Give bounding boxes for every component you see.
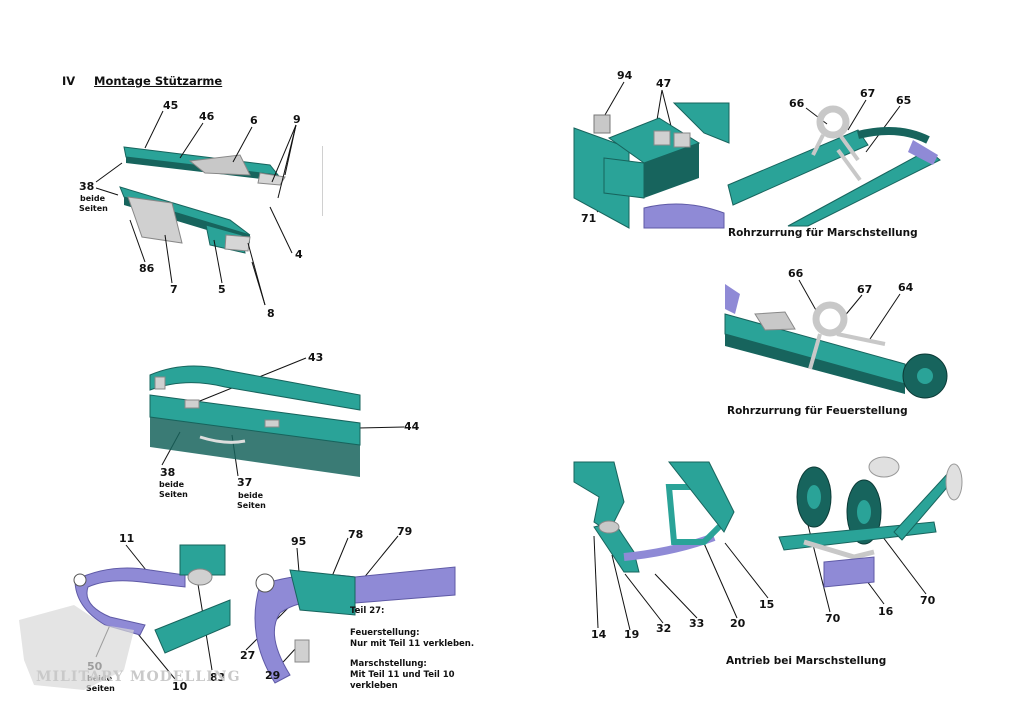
divider-line: [322, 146, 323, 216]
label-66: 66: [789, 97, 805, 110]
label-14: 14: [591, 628, 607, 641]
label-78: 78: [348, 528, 364, 541]
figure-frame: [149, 365, 361, 477]
label-11: 11: [119, 532, 135, 545]
label-86: 86: [139, 262, 155, 275]
label-64: 64: [898, 281, 914, 294]
label-15: 15: [759, 598, 775, 611]
label-38: 38: [79, 180, 95, 193]
label-47: 47: [656, 77, 672, 90]
label-29: 29: [265, 669, 281, 682]
label-32: 32: [656, 622, 672, 635]
label-38b: 38: [160, 466, 176, 479]
figure-barrel-lock-fire: [724, 284, 948, 399]
section-header: IV Montage Stützarme: [62, 74, 222, 88]
side-note-50-line2: Seiten: [86, 684, 115, 693]
caption-drive-travel: Antrieb bei Marschstellung: [726, 655, 887, 667]
side-note-line1: beide: [80, 194, 106, 203]
label-70a: 70: [825, 612, 841, 625]
label-45: 45: [163, 99, 179, 112]
label-95: 95: [291, 535, 307, 548]
label-67: 67: [860, 87, 876, 100]
side-note-line2: Seiten: [79, 204, 108, 213]
figure-part-27: [254, 566, 456, 684]
label-19: 19: [624, 628, 640, 641]
label-8: 8: [267, 307, 275, 320]
label-66b: 66: [788, 267, 804, 280]
label-44: 44: [404, 420, 420, 433]
figure-support-arms: [119, 146, 286, 254]
label-16: 16: [878, 605, 894, 618]
section-number: IV: [62, 74, 76, 88]
label-33: 33: [689, 617, 705, 630]
label-37: 37: [237, 476, 253, 489]
figure-drive-travel: [573, 456, 963, 588]
label-6: 6: [250, 114, 258, 127]
label-20: 20: [730, 617, 746, 630]
label-27: 27: [240, 649, 256, 662]
side-note-38-line2: Seiten: [159, 490, 188, 499]
figure-barrel-lock-travel: [727, 105, 941, 227]
caption-travel-lock: Rohrzurrung für Marschstellung: [728, 227, 918, 239]
label-79: 79: [397, 525, 413, 538]
label-43: 43: [308, 351, 324, 364]
note-line-5: verkleben: [350, 681, 398, 691]
note-title: Teil 27:: [350, 606, 385, 616]
note-line-1: Feuerstellung:: [350, 628, 420, 638]
watermark-emblem: [19, 605, 134, 690]
label-65: 65: [896, 94, 912, 107]
figure-arch: [73, 544, 231, 654]
label-67b: 67: [857, 283, 873, 296]
section-title: Montage Stützarme: [94, 74, 223, 88]
figure-box: [573, 102, 730, 229]
label-71: 71: [581, 212, 597, 225]
note-line-2: Nur mit Teil 11 verkleben.: [350, 639, 475, 649]
label-5: 5: [218, 283, 226, 296]
side-note-37-line1: beide: [238, 491, 264, 500]
note-line-3: Marschstellung:: [350, 659, 427, 669]
side-note-37-line2: Seiten: [237, 501, 266, 510]
label-70b: 70: [920, 594, 936, 607]
label-9: 9: [293, 113, 301, 126]
watermark-text: MILITARY MODELLING: [36, 669, 241, 685]
side-note-38-line1: beide: [159, 480, 185, 489]
label-4: 4: [295, 248, 303, 261]
label-10: 10: [172, 680, 188, 693]
label-94: 94: [617, 69, 633, 82]
note-line-4: Mit Teil 11 und Teil 10: [350, 670, 455, 680]
label-83: 83: [210, 671, 226, 684]
label-7: 7: [170, 283, 178, 296]
caption-fire-lock: Rohrzurrung für Feuerstellung: [727, 405, 908, 417]
label-46: 46: [199, 110, 215, 123]
